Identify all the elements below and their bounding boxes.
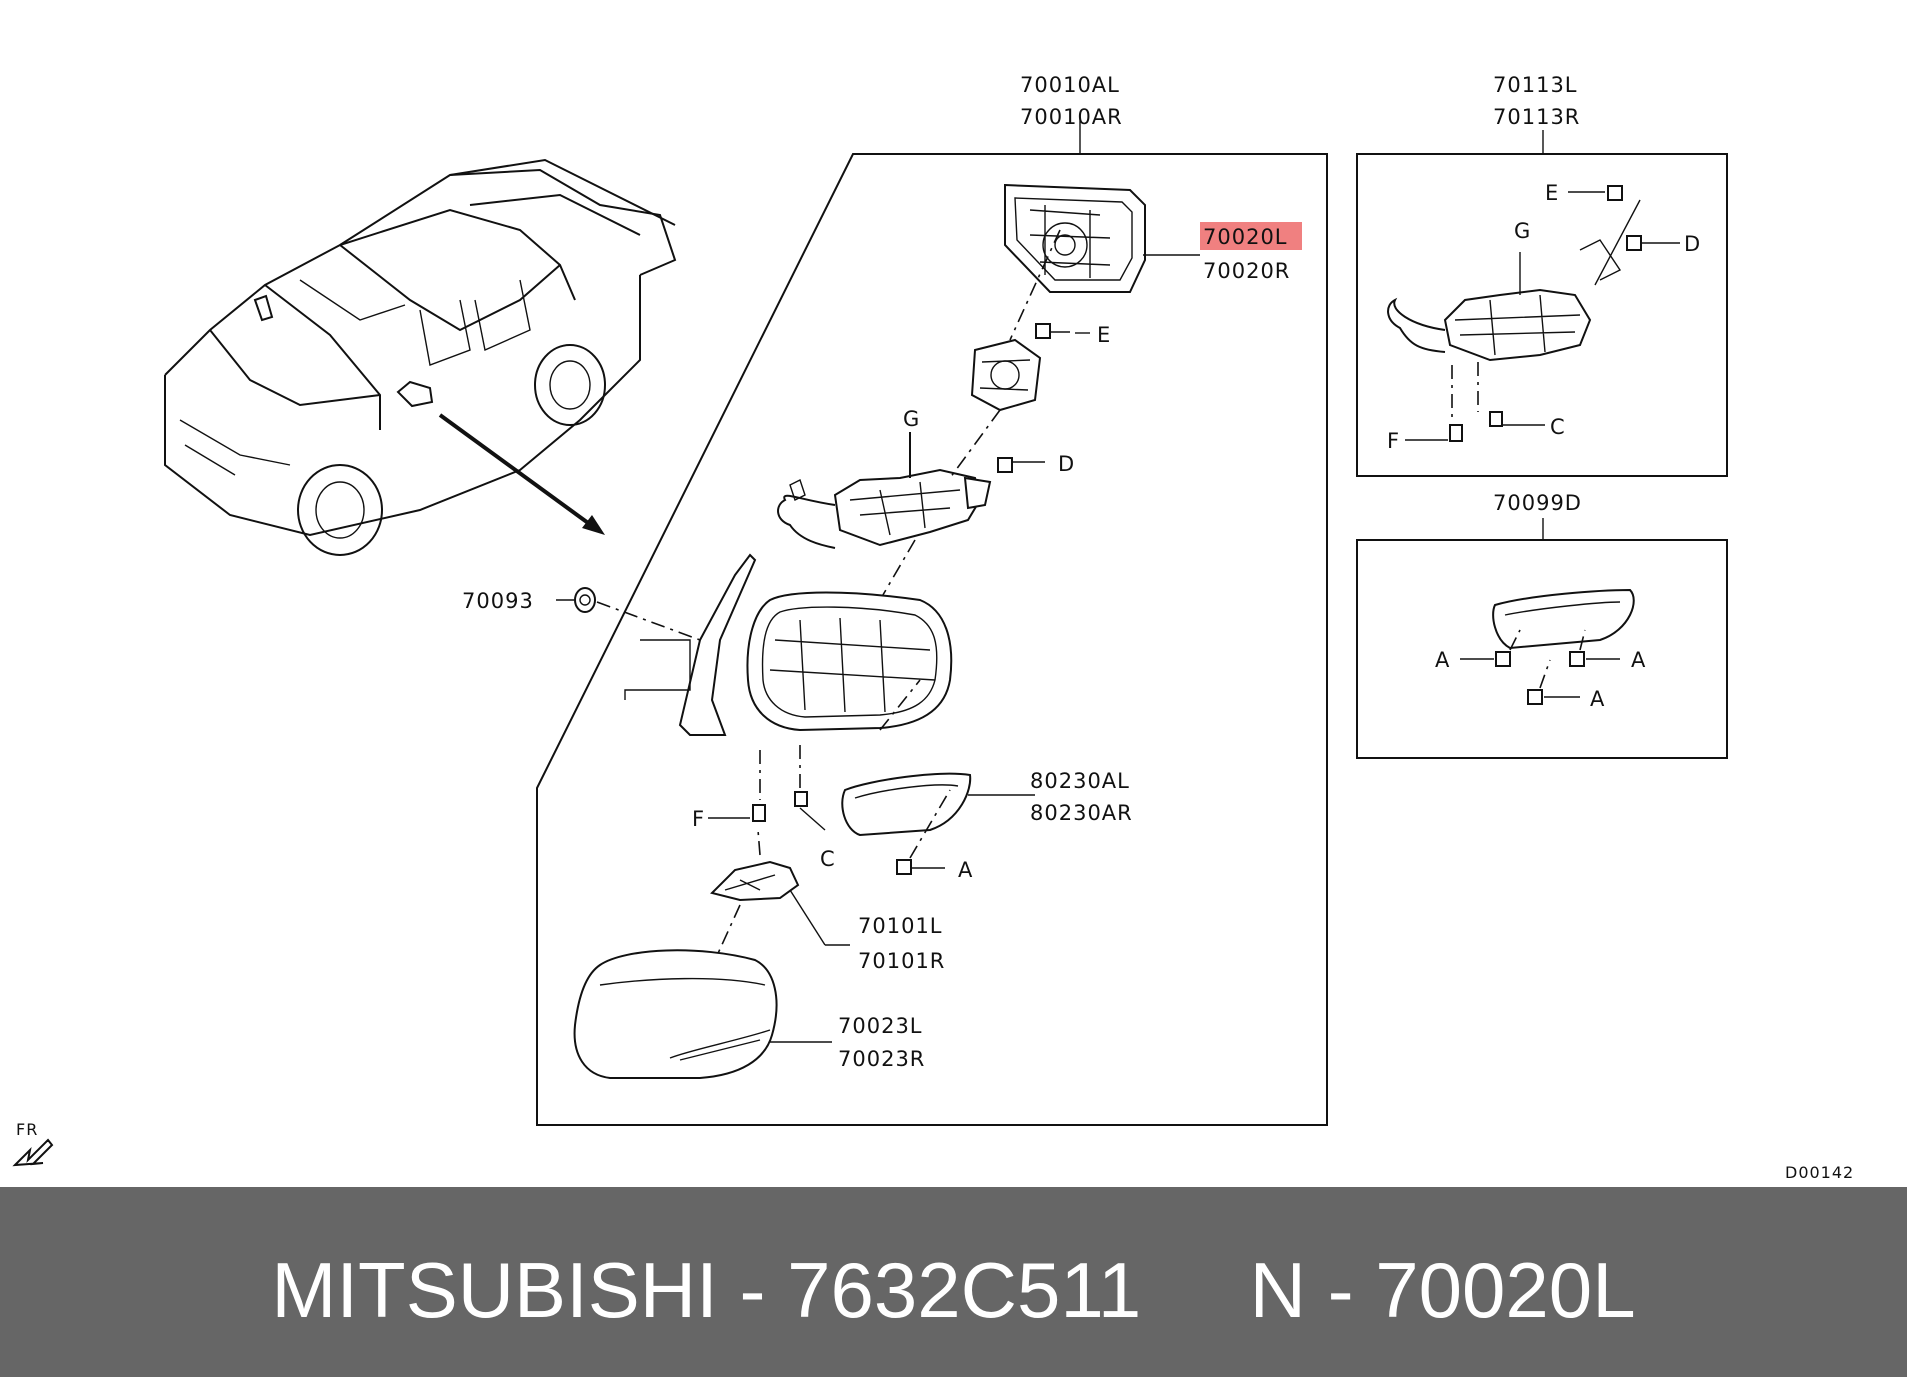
vehicle-illustration xyxy=(164,158,677,556)
label-70010al: 70010AL xyxy=(1020,73,1120,97)
kit-screw-e xyxy=(1568,185,1623,201)
set-screw-a-left xyxy=(1460,651,1511,667)
kit-screw-d xyxy=(1626,235,1680,251)
screw-d-main xyxy=(997,457,1045,473)
label-70113r: 70113R xyxy=(1493,105,1580,129)
label-70023r: 70023R xyxy=(838,1047,925,1071)
label-f-kit: F xyxy=(1387,429,1400,453)
screw-e-main xyxy=(1035,323,1090,339)
front-direction-arrow-icon xyxy=(12,1138,54,1167)
footer-part-info: MITSUBISHI - 7632C511 N - 70020L xyxy=(271,1246,1636,1334)
label-g-main: G xyxy=(903,407,920,431)
parts-diagram: 70010AL 70010AR 70020L 70020R E G D 7009… xyxy=(12,73,1854,1182)
label-80230al: 80230AL xyxy=(1030,769,1130,793)
label-70093: 70093 xyxy=(462,589,534,613)
label-a-main: A xyxy=(958,858,973,882)
set-screw-a-right xyxy=(1569,651,1620,667)
main-assembly-panel xyxy=(536,153,1328,1126)
label-70101r: 70101R xyxy=(858,949,945,973)
highlight-70020l xyxy=(1200,222,1302,250)
label-70010ar: 70010AR xyxy=(1020,105,1123,129)
label-70020l: 70020L xyxy=(1203,225,1288,249)
kit-70113-panel xyxy=(1356,153,1728,477)
label-70020r: 70020R xyxy=(1203,259,1290,283)
label-70023l: 70023L xyxy=(838,1014,923,1038)
label-c-main: C xyxy=(820,847,836,871)
label-70101l: 70101L xyxy=(858,914,943,938)
label-d-kit: D xyxy=(1684,232,1701,256)
footer-bar: MITSUBISHI - 7632C511 N - 70020L xyxy=(0,1187,1907,1377)
set-lamp-part xyxy=(1492,588,1635,650)
label-c-kit: C xyxy=(1550,415,1566,439)
nut-70093 xyxy=(556,587,701,641)
label-e-kit: E xyxy=(1545,181,1559,205)
screw-c-main xyxy=(794,791,826,831)
kit-screw-f xyxy=(1405,424,1463,442)
mirror-actuator-part xyxy=(970,338,1042,412)
mirror-housing-part xyxy=(624,553,953,736)
screw-f-main xyxy=(708,804,766,822)
kit-screw-c xyxy=(1489,411,1545,427)
lower-cover-part xyxy=(710,860,800,902)
kit-motor-part xyxy=(1387,199,1641,362)
mirror-glass-part xyxy=(1004,183,1146,293)
mirror-cap-part xyxy=(573,949,778,1079)
label-a-set-1: A xyxy=(1435,648,1450,672)
label-70099d: 70099D xyxy=(1493,491,1582,515)
label-70113l: 70113L xyxy=(1493,73,1578,97)
label-e-main: E xyxy=(1097,323,1111,347)
label-a-set-3: A xyxy=(1590,687,1605,711)
mirror-motor-part xyxy=(777,468,992,549)
label-fr: FR xyxy=(16,1120,38,1139)
screw-a-main xyxy=(896,859,945,875)
set-screw-a-bottom xyxy=(1527,689,1580,705)
label-diagram-code: D00142 xyxy=(1785,1163,1854,1182)
turn-signal-lamp-part xyxy=(841,772,972,837)
label-80230ar: 80230AR xyxy=(1030,801,1133,825)
label-f-main: F xyxy=(692,807,705,831)
label-d-main: D xyxy=(1058,452,1075,476)
label-a-set-2: A xyxy=(1631,648,1646,672)
set-70099d-panel xyxy=(1356,539,1728,759)
label-g-kit: G xyxy=(1514,219,1531,243)
